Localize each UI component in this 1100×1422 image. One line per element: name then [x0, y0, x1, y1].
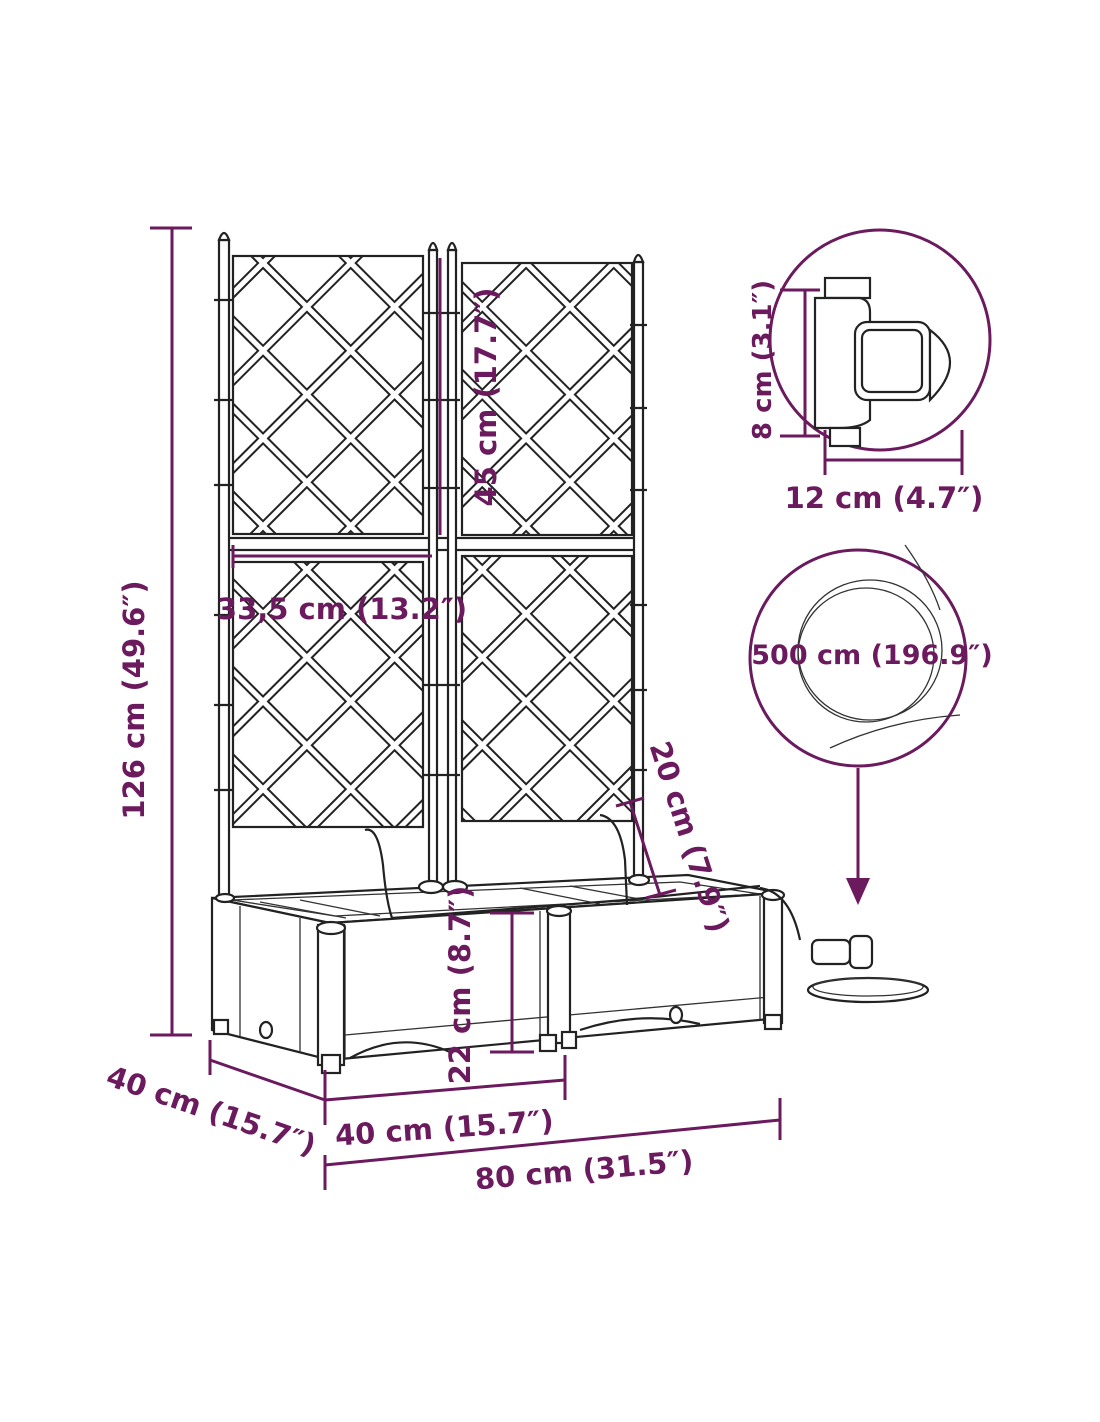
- label-total-height: 126 cm (49.6″): [117, 580, 151, 819]
- label-trellis-panel-width: 33,5 cm (13.2″): [217, 592, 467, 626]
- planter-box: [210, 873, 786, 1075]
- label-hose-length: 500 cm (196.9″): [751, 640, 992, 671]
- timer-zoom-detail: [768, 228, 992, 475]
- trellis-panel-bottom-left: [231, 560, 425, 829]
- label-timer-height: 8 cm (3.1″): [748, 280, 778, 440]
- label-trellis-panel-height: 45 cm (17.7″): [469, 288, 503, 507]
- trellis-panel-bottom-right: [460, 554, 634, 823]
- trellis-panel-top-right: [460, 261, 634, 537]
- hose-connector: [806, 934, 930, 1004]
- label-total-width: 80 cm (31.5″): [474, 1144, 695, 1197]
- trellis-pole-left: [214, 231, 233, 897]
- label-timer-width: 12 cm (4.7″): [785, 481, 984, 515]
- hose-zoom-detail: [748, 544, 968, 768]
- drip-system: [364, 813, 802, 941]
- label-box-height: 22 cm (8.7″): [443, 886, 477, 1085]
- trellis-panel-top-left: [231, 254, 425, 536]
- trellis: [214, 231, 647, 897]
- dimension-lines: [150, 226, 782, 1190]
- trellis-pole-center-left: [427, 241, 439, 897]
- hose-arrow: [846, 768, 870, 905]
